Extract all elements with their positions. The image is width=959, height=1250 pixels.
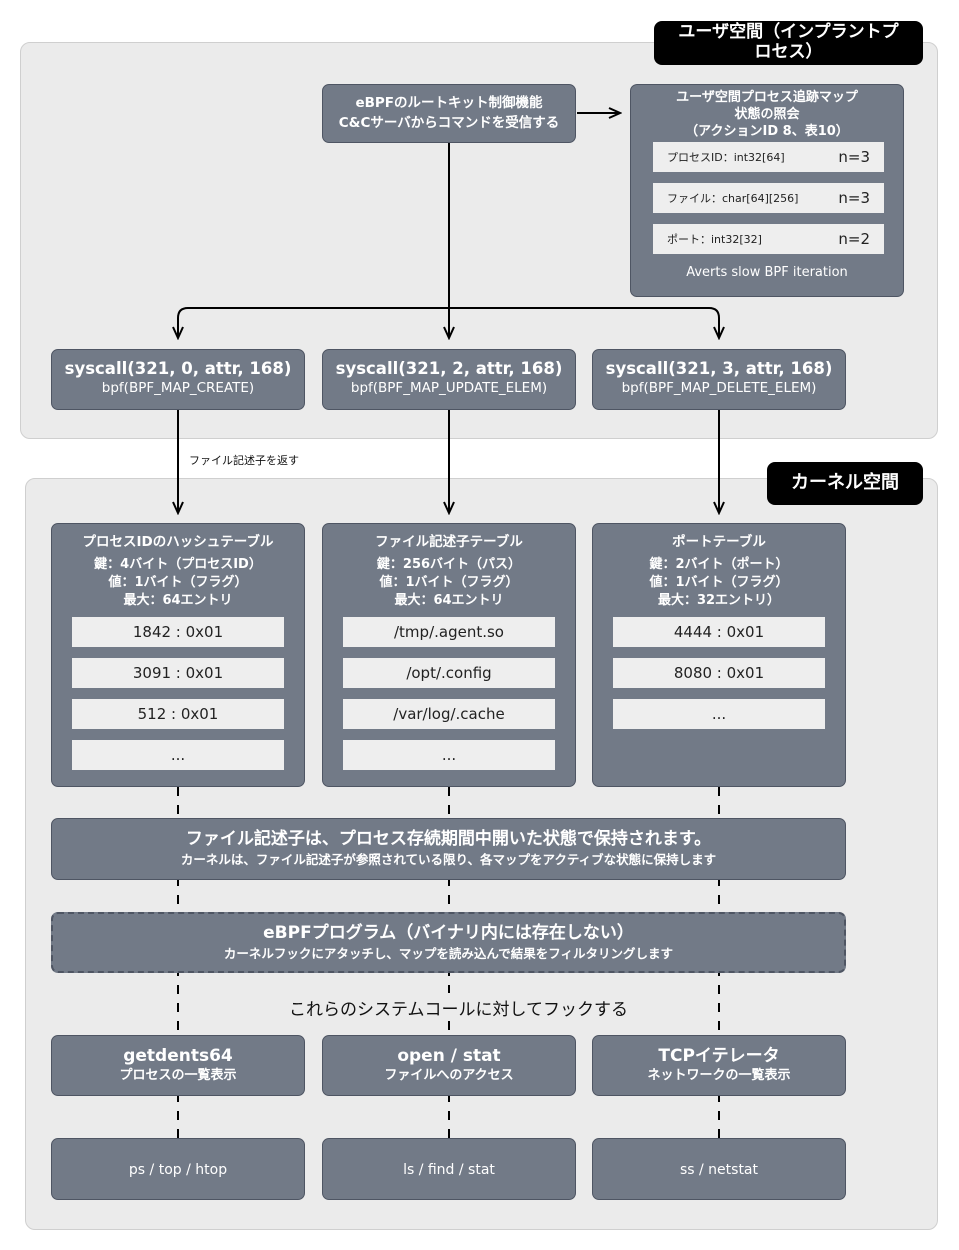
controller-line-1: eBPFのルートキット制御機能 [355,95,543,111]
fd-table-entry: ... [343,740,555,770]
user-space-label-text: ユーザ空間（インプラントプロセス） [678,22,899,62]
syscall-map-create-bpf: bpf(BPF_MAP_CREATE) [101,380,255,396]
query-map-entry-pid: プロセスID：int32[64] n=3 [653,142,884,172]
query-map-entry-port-value: n=2 [838,230,870,248]
fd-hold-box: ファイル記述子は、プロセス存続期間中開いた状態で保持されます。 カーネルは、ファ… [51,818,846,880]
query-map-entry-file: ファイル：char[64][256] n=3 [653,183,884,213]
fd-table-value: 値：1バイト（フラグ） [379,575,519,590]
tool-ls-box: ls / find / stat [322,1138,576,1200]
syscall-map-delete-box: syscall(321, 3, attr, 168) bpf(BPF_MAP_D… [592,349,846,410]
query-map-title-1: ユーザ空間プロセス追跡マップ [676,90,858,105]
query-map-title-3: （アクションID 8、表10） [685,124,849,139]
query-map-footer: Averts slow BPF iteration [686,265,848,280]
port-table-box: ポートテーブル 鍵：2バイト（ポート） 値：1バイト（フラグ） 最大：32エント… [592,523,846,787]
fd-table-key: 鍵：256バイト（パス） [376,557,522,572]
fd-table-title: ファイル記述子テーブル [375,534,523,550]
query-map-entry-file-value: n=3 [838,189,870,207]
pid-table-key: 鍵：4バイト（プロセスID） [94,557,262,572]
syscall-map-create-call: syscall(321, 0, attr, 168) [64,359,292,378]
syscall-map-update-box: syscall(321, 2, attr, 168) bpf(BPF_MAP_U… [322,349,576,410]
hook-open-stat-title: open / stat [397,1046,501,1066]
tool-ls-label: ls / find / stat [403,1162,495,1178]
syscall-map-create-box: syscall(321, 0, attr, 168) bpf(BPF_MAP_C… [51,349,305,410]
port-table-title: ポートテーブル [672,534,766,550]
syscall-map-delete-call: syscall(321, 3, attr, 168) [605,359,833,378]
query-map-entry-pid-label: プロセスID：int32[64] [667,151,785,164]
port-table-entry: 4444 : 0x01 [613,617,825,647]
tool-ss-box: ss / netstat [592,1138,846,1200]
syscall-map-update-bpf: bpf(BPF_MAP_UPDATE_ELEM) [350,380,548,396]
hook-open-stat-subtitle: ファイルへのアクセス [384,1068,514,1083]
kernel-space-label: カーネル空間 [767,462,923,505]
pid-table-title: プロセスIDのハッシュテーブル [82,534,274,550]
query-map-title-2: 状態の照会 [734,107,800,122]
port-table-max: 最大：32エントリ） [657,593,781,608]
user-space-label: ユーザ空間（インプラントプロセス） [654,21,923,65]
hook-open-stat-box: open / stat ファイルへのアクセス [322,1035,576,1096]
syscall-map-update-call: syscall(321, 2, attr, 168) [335,359,563,378]
port-table-value: 値：1バイト（フラグ） [649,575,789,590]
query-map-entry-file-label: ファイル：char[64][256] [667,192,799,205]
tool-ps-label: ps / top / htop [128,1162,228,1178]
query-map-entry-port-label: ポート：int32[32] [667,233,762,246]
fd-hold-subtitle: カーネルは、ファイル記述子が参照されている限り、各マップをアクティブな状態に保持… [180,852,717,867]
query-map-entry-port: ポート：int32[32] n=2 [653,224,884,254]
fd-table-entry: /tmp/.agent.so [343,617,555,647]
hook-tcp-iterator-box: TCPイテレータ ネットワークの一覧表示 [592,1035,846,1096]
pid-table-entry: 1842 : 0x01 [72,617,284,647]
fd-table-entry: /var/log/.cache [343,699,555,729]
hook-getdents64-subtitle: プロセスの一覧表示 [119,1068,237,1083]
hook-label-mask [265,993,655,1021]
hook-tcp-iterator-title: TCPイテレータ [658,1046,780,1066]
kernel-space-label-text: カーネル空間 [791,472,899,494]
tool-ss-label: ss / netstat [679,1162,759,1178]
ebpf-program-subtitle: カーネルフックにアタッチし、マップを読み込んで結果をフィルタリングします [223,946,674,961]
ebpf-program-title: eBPFプログラム（バイナリ内には存在しない） [263,923,634,943]
fd-return-label: ファイル記述子を返す [189,454,299,467]
hook-label: これらのシステムコールに対してフックする [289,1000,628,1020]
pid-table-value: 値：1バイト（フラグ） [108,575,248,590]
hook-tcp-iterator-subtitle: ネットワークの一覧表示 [647,1068,791,1083]
fd-table-max: 最大：64エントリ [394,593,504,608]
port-table-key: 鍵：2バイト（ポート） [649,557,789,572]
pid-table-entry: ... [72,740,284,770]
port-table-entry: ... [613,699,825,729]
ebpf-program-box: eBPFプログラム（バイナリ内には存在しない） カーネルフックにアタッチし、マッ… [51,912,846,973]
rootkit-controller-box: eBPFのルートキット制御機能 C&Cサーバからコマンドを受信する [322,84,576,143]
fd-hold-title: ファイル記述子は、プロセス存続期間中開いた状態で保持されます。 [185,829,712,849]
pid-table-max: 最大：64エントリ [123,593,233,608]
fd-table-entry: /opt/.config [343,658,555,688]
query-map-entry-pid-value: n=3 [838,148,870,166]
port-table-entry: 8080 : 0x01 [613,658,825,688]
pid-table-entry: 3091 : 0x01 [72,658,284,688]
tool-ps-box: ps / top / htop [51,1138,305,1200]
pid-table-entry: 512 : 0x01 [72,699,284,729]
controller-line-2: C&Cサーバからコマンドを受信する [338,115,560,131]
hook-getdents64-title: getdents64 [123,1046,233,1066]
hook-getdents64-box: getdents64 プロセスの一覧表示 [51,1035,305,1096]
syscall-map-delete-bpf: bpf(BPF_MAP_DELETE_ELEM) [621,380,817,396]
